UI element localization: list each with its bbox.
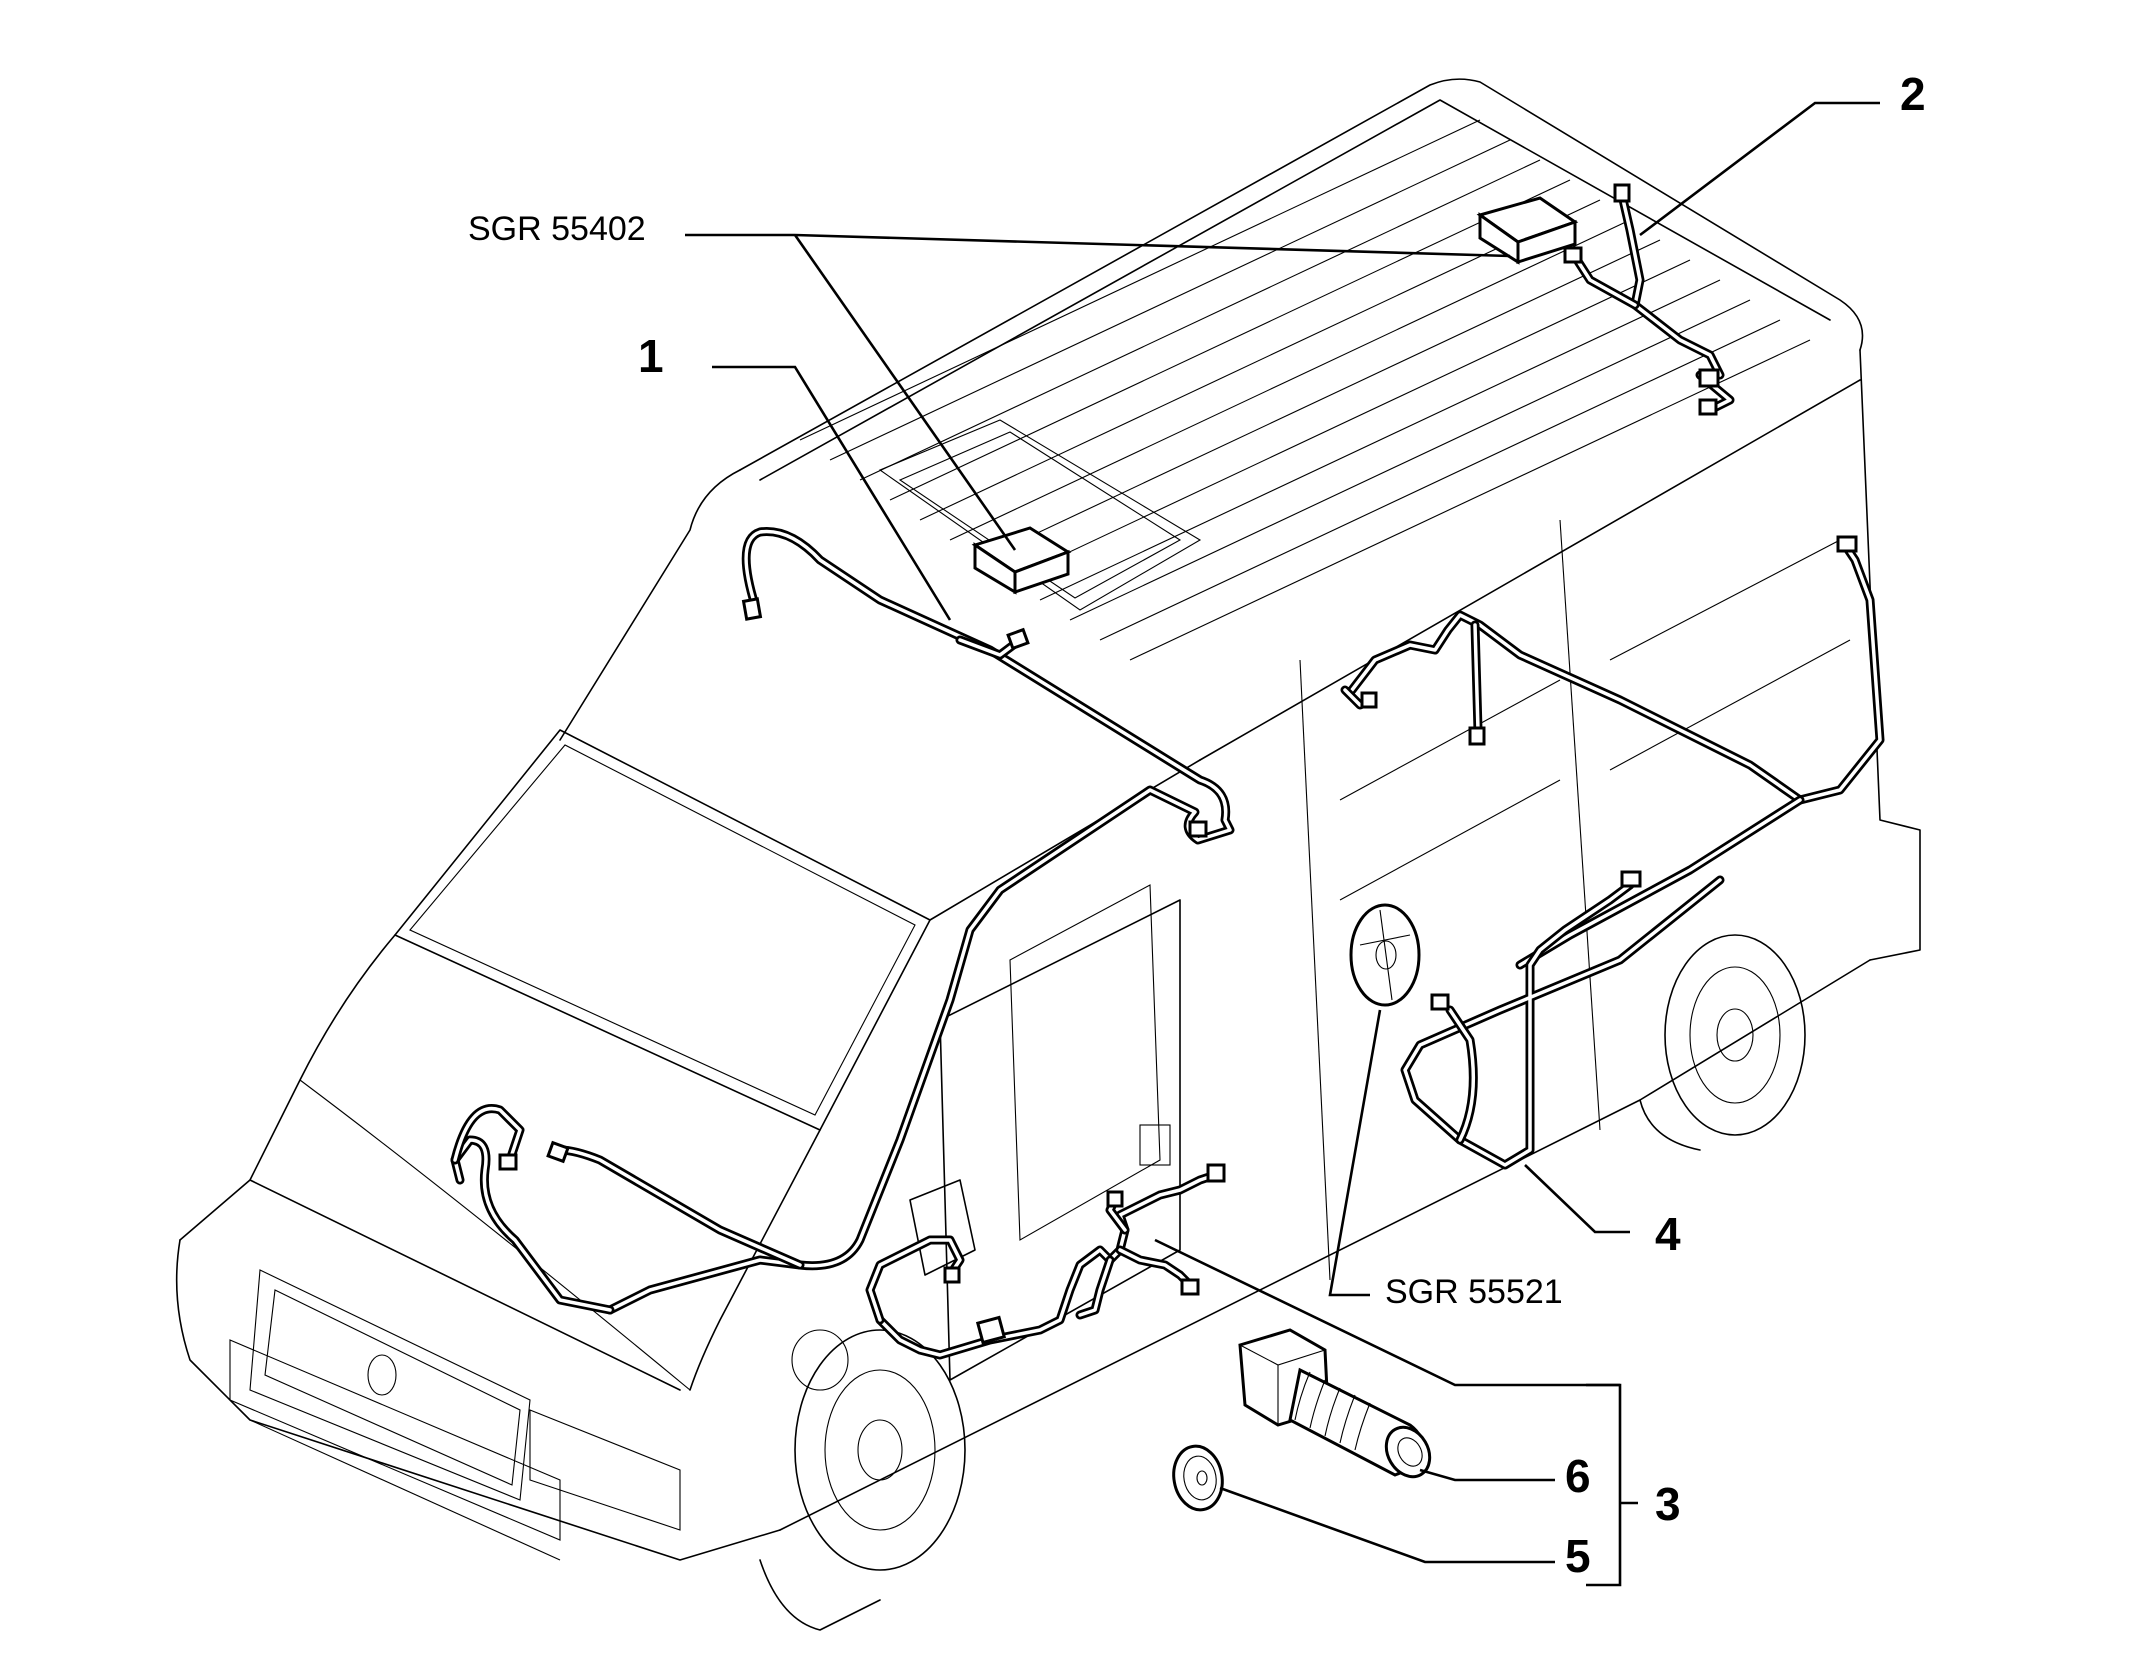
callout-2: 2 bbox=[1900, 68, 1926, 120]
front-wheel bbox=[759, 1329, 966, 1631]
ref-sgr-55402: SGR 55402 bbox=[468, 210, 646, 248]
rear-wheel bbox=[1639, 934, 1806, 1151]
harness-3 bbox=[865, 1163, 1226, 1360]
harness-4 bbox=[1400, 870, 1725, 1170]
harness-1 bbox=[450, 527, 1235, 1315]
van-body bbox=[175, 78, 1921, 1631]
callout-1: 1 bbox=[638, 330, 664, 382]
callout-3: 3 bbox=[1655, 1478, 1681, 1530]
callout-4: 4 bbox=[1655, 1208, 1681, 1260]
roof-module-rear bbox=[1476, 196, 1579, 265]
side-grommet bbox=[1349, 903, 1421, 1007]
harness-2 bbox=[1563, 183, 1735, 416]
callout-5: 5 bbox=[1565, 1530, 1591, 1582]
part-6-sleeve bbox=[1238, 1328, 1432, 1479]
callout-labels: SGR 55402 1 2 4 SGR 55521 6 3 5 bbox=[468, 68, 1926, 1582]
ref-sgr-55521: SGR 55521 bbox=[1385, 1273, 1563, 1311]
roof-ribs bbox=[799, 119, 1811, 661]
roof-module-front bbox=[971, 526, 1072, 595]
part-5-cap bbox=[1172, 1444, 1224, 1512]
leader-lines bbox=[685, 101, 1880, 1587]
callout-6: 6 bbox=[1565, 1450, 1591, 1502]
